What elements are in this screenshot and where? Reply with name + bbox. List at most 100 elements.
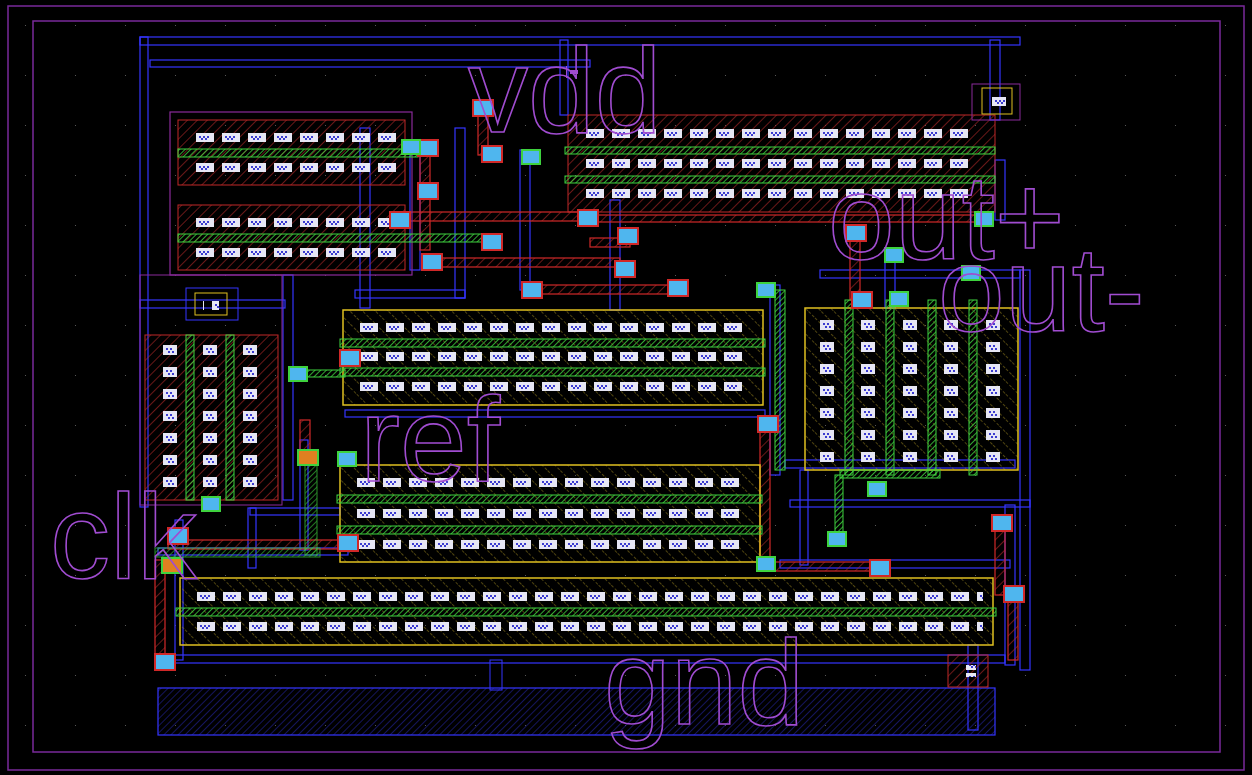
layout-shape [337, 526, 762, 534]
layout-shape [140, 275, 282, 505]
layout-shape [170, 112, 412, 275]
layout-shape [338, 535, 358, 551]
layout-shape [870, 560, 890, 576]
layout-shape [852, 292, 872, 308]
layout-shape [422, 254, 442, 270]
layout-shape [890, 292, 908, 306]
layout-shape [960, 665, 976, 677]
layout-shape [192, 217, 400, 229]
layout-shape [192, 132, 400, 144]
layout-shape [972, 84, 1020, 120]
layout-shape [176, 608, 996, 616]
layout-shape [982, 88, 1012, 114]
layout-shape [860, 315, 876, 469]
layout-shape [390, 212, 410, 228]
layout-shape [948, 655, 988, 687]
layout-shape [902, 315, 918, 469]
layout-shape [193, 621, 983, 633]
layout-shape [242, 340, 258, 494]
layout-shape [192, 247, 400, 259]
layout-shape [819, 315, 835, 469]
pin-label: vdd [468, 30, 661, 150]
pin-label: gnd [604, 622, 804, 742]
layout-shape [522, 150, 540, 164]
layout-shape [868, 482, 886, 496]
layout-shape [305, 455, 317, 555]
layout-shape [340, 368, 765, 376]
layout-shape [618, 228, 638, 244]
layout-shape [298, 450, 318, 465]
layout-shape [340, 339, 765, 347]
layout-shape [340, 350, 360, 366]
layout-shape [988, 95, 1006, 107]
layout-shape [770, 562, 885, 571]
layout-shape [242, 340, 258, 494]
layout-shape [845, 300, 853, 475]
layout-shape [405, 212, 585, 221]
layout-shape [248, 508, 256, 568]
layout-shape [530, 285, 680, 294]
layout-shape [522, 282, 542, 298]
layout-shape [353, 508, 743, 520]
layout-shape [338, 452, 356, 466]
layout-shape [195, 293, 227, 315]
layout-shape [402, 140, 420, 154]
layout-shape [990, 40, 1000, 120]
layout-shape [158, 688, 995, 735]
layout-shape [175, 655, 1005, 663]
layout-shape [757, 283, 775, 297]
layout-shape [860, 315, 876, 469]
layout-shape [202, 497, 220, 511]
layout-shape [757, 557, 775, 571]
layout-shape [886, 300, 894, 475]
layout-shape [250, 508, 340, 515]
layout-shape [430, 258, 620, 267]
pin-label: ref [360, 379, 500, 499]
layout-shape [155, 654, 175, 670]
layout-shape [482, 234, 502, 250]
layout-shape [828, 532, 846, 546]
layout-shape [192, 132, 400, 144]
layout-shape [192, 162, 400, 174]
layout-shape [178, 234, 488, 242]
layout-shape [902, 315, 918, 469]
layout-shape [8, 6, 1244, 770]
layout-shape [356, 322, 746, 334]
layout-shape [162, 340, 178, 494]
layout-shape [192, 247, 400, 259]
layout-shape [758, 416, 778, 432]
layout-shape [283, 275, 293, 500]
layout-shape [289, 367, 307, 381]
layout-shape [226, 335, 234, 500]
layout-shape [800, 470, 808, 565]
layout-shape [353, 508, 743, 520]
layout-shape [928, 300, 936, 475]
layout-shape [202, 340, 218, 494]
layout-shape [162, 340, 178, 494]
layout-shape [418, 183, 438, 199]
pin-label: clk [50, 476, 197, 596]
pin-label: out- [938, 229, 1145, 349]
layout-shape [193, 621, 983, 633]
layout-shape [203, 298, 219, 310]
layout-shape [356, 351, 746, 363]
layout-shape [668, 280, 688, 296]
layout-shape [355, 290, 465, 298]
layout-shape [192, 162, 400, 174]
layout-shape [356, 322, 746, 334]
layout-shape [193, 591, 983, 603]
layout-shape [353, 539, 743, 551]
layout-shape [615, 261, 635, 277]
layout-shape [819, 315, 835, 469]
layout-shape [193, 591, 983, 603]
layout-shape [353, 539, 743, 551]
layout-shape [992, 515, 1012, 531]
layout-shape [490, 660, 502, 690]
layout-shape [186, 288, 238, 320]
layout-shape [578, 210, 598, 226]
layout-shape [775, 290, 785, 470]
layout-shape [192, 217, 400, 229]
layout-shape [840, 470, 940, 478]
